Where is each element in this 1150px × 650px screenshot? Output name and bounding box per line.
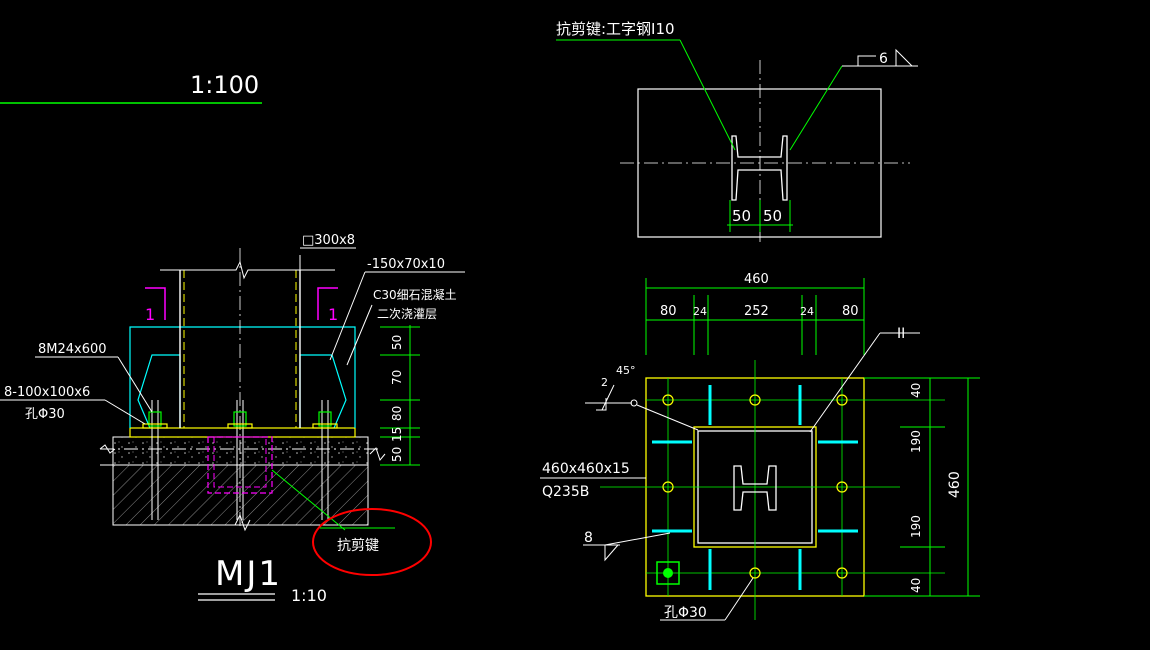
leader-washer bbox=[104, 399, 146, 425]
plan-top-dim-1: 80 bbox=[660, 304, 677, 319]
plan-weld-triangle bbox=[604, 544, 619, 562]
leader-plate bbox=[329, 271, 366, 361]
grout-outline bbox=[129, 326, 356, 428]
plan-angle-dot bbox=[630, 399, 638, 407]
label-tube: □300x8 bbox=[302, 233, 355, 248]
label-concrete-1: C30细石混凝土 bbox=[373, 287, 457, 302]
grout-layer bbox=[112, 436, 369, 466]
foundation-break-left bbox=[99, 444, 116, 454]
plan-top-dim-2: 24 bbox=[693, 305, 707, 318]
title-block: MJ1 1:10 bbox=[198, 554, 327, 605]
top-left-scale-text: 1:100 bbox=[190, 71, 259, 99]
plan-hole-leader bbox=[724, 577, 754, 621]
plan-stiffeners bbox=[652, 385, 858, 590]
detail-top-weld-leader bbox=[789, 65, 843, 151]
tube-break-line bbox=[160, 260, 335, 280]
plan-weld-size: 8 bbox=[584, 530, 593, 546]
detail-top-label-shear-key: 抗剪键:工字钢I10 bbox=[556, 20, 675, 38]
i-beam-top bbox=[731, 135, 788, 201]
plan-i-beam bbox=[733, 465, 777, 511]
detail-top-leader-2 bbox=[679, 39, 736, 151]
plan-top-dim-5: 80 bbox=[842, 304, 859, 319]
plan-bolt-washer-highlight bbox=[656, 561, 680, 585]
section-mark-left-text: 1 bbox=[145, 305, 155, 324]
plan-top-dims-ext bbox=[645, 295, 865, 355]
plan-bolt-holes bbox=[662, 394, 848, 579]
plan-right-dims-ext bbox=[864, 377, 980, 597]
shear-key-web bbox=[213, 436, 267, 488]
section-view: 1 1 50 70 80 15 50 □300x8 -150x70x10 bbox=[0, 233, 465, 576]
plan-callout-leader bbox=[809, 332, 881, 433]
section-mark-right: 1 bbox=[317, 287, 338, 324]
plan-callout-symbol: II bbox=[897, 326, 905, 342]
plan-hole-label: 孔Φ30 bbox=[664, 605, 707, 621]
foundation-break-right bbox=[369, 447, 386, 462]
anchor-bolts bbox=[151, 400, 329, 520]
section-dim-1: 50 bbox=[390, 335, 404, 350]
plan-plate-label-2: Q235B bbox=[542, 484, 589, 500]
leader-concrete bbox=[346, 304, 373, 366]
title-name: MJ1 bbox=[215, 554, 282, 594]
section-dim-5: 50 bbox=[390, 447, 404, 462]
plan-plate-label-1: 460x460x15 bbox=[542, 461, 630, 477]
plan-angle-diag bbox=[601, 384, 615, 411]
leader-bolts bbox=[117, 356, 153, 413]
plan-right-dim-1: 40 bbox=[909, 383, 923, 398]
section-dimensions: 50 70 80 15 50 bbox=[380, 325, 420, 466]
detail-top-dim-left: 50 bbox=[732, 207, 751, 225]
section-dim-4: 15 bbox=[390, 427, 404, 442]
plan-view: 460 80 24 252 24 80 bbox=[540, 272, 980, 621]
bolt-washers bbox=[142, 423, 338, 429]
detail-top-weld-size: 6 bbox=[879, 51, 888, 67]
section-dim-3: 80 bbox=[390, 406, 404, 421]
stiffener-right bbox=[299, 354, 347, 429]
plan-top-dim-3: 252 bbox=[744, 304, 769, 319]
leader-shear-key bbox=[271, 469, 346, 531]
label-shear-key: 抗剪键 bbox=[337, 538, 379, 554]
detail-top-weld-triangle bbox=[895, 48, 913, 67]
plan-angle: 45° bbox=[616, 364, 636, 377]
foundation-break-bottom bbox=[234, 513, 251, 532]
top-left-scale-group: 1:100 bbox=[0, 71, 262, 104]
plan-right-dim-4: 40 bbox=[909, 578, 923, 593]
plan-top-dim-4: 24 bbox=[800, 305, 814, 318]
plan-top-overall: 460 bbox=[744, 272, 769, 287]
plan-angle-num: 2 bbox=[601, 376, 608, 389]
shear-key-section bbox=[207, 436, 273, 494]
section-dim-2: 70 bbox=[390, 370, 404, 385]
detail-top-weld-flag bbox=[857, 55, 876, 66]
red-highlight-circle bbox=[312, 508, 432, 576]
plan-right-overall: 460 bbox=[947, 471, 963, 498]
foundation-hatch bbox=[112, 464, 369, 526]
plan-right-dim-2: 190 bbox=[909, 430, 923, 453]
section-mark-right-text: 1 bbox=[328, 305, 338, 324]
detail-top: 50 50 抗剪键:工字钢I10 6 bbox=[556, 20, 918, 245]
plan-angle-leader bbox=[636, 404, 699, 431]
stiffener-left bbox=[137, 354, 181, 429]
section-mark-left: 1 bbox=[145, 287, 166, 324]
bolt-nuts bbox=[148, 411, 332, 427]
label-concrete-2: 二次浇灌层 bbox=[377, 307, 437, 321]
label-bolts: 8M24x600 bbox=[38, 342, 107, 357]
title-scale: 1:10 bbox=[291, 586, 327, 605]
label-washer-1: 8-100x100x6 bbox=[4, 385, 90, 400]
plan-right-dim-3: 190 bbox=[909, 515, 923, 538]
plan-weld-leader bbox=[604, 532, 671, 546]
label-washer-2: 孔Φ30 bbox=[25, 407, 65, 422]
detail-top-dim-right: 50 bbox=[763, 207, 782, 225]
label-plate: -150x70x10 bbox=[367, 257, 445, 272]
plan-bolt-filled bbox=[663, 568, 673, 578]
